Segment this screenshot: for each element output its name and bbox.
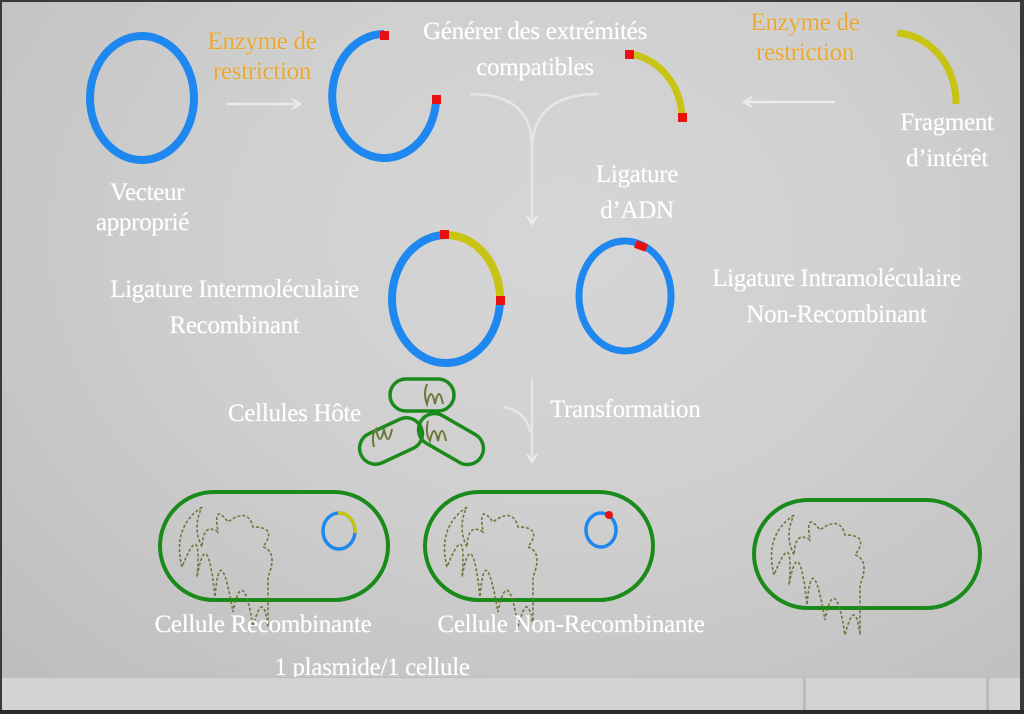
sticky-end: [380, 31, 389, 40]
chromosome-icon: [425, 420, 447, 444]
cell-nonrecombinant: [423, 490, 655, 628]
enzyme-label-line: Enzyme de: [750, 9, 860, 36]
chromosome-icon: [178, 506, 273, 628]
converge-arrow: [469, 92, 538, 226]
intermolecular-label-line: Recombinant: [169, 312, 300, 339]
ligation-label: Ligature d’ADN: [577, 160, 697, 226]
fragment-label-line: Fragment: [900, 109, 994, 136]
sticky-end: [625, 50, 634, 59]
insert-in-plasmid: [337, 511, 357, 534]
intermolecular-label: Ligature Intermoléculaire Recombinant: [82, 275, 387, 341]
fragment-of-interest: [896, 29, 960, 105]
sticky-end: [496, 296, 505, 305]
recombinant-plasmid-insert: [444, 230, 505, 302]
chromosome-icon: [424, 383, 444, 408]
sticky-end: [440, 230, 449, 239]
sticky-end: [605, 511, 613, 519]
window-bottom-edge: [0, 710, 1024, 714]
ligation-label-line: d’ADN: [600, 197, 674, 224]
chromosome-icon: [770, 514, 865, 636]
intramolecular-label-line: Non-Recombinant: [746, 301, 927, 328]
fragment-label-line: d’intérêt: [906, 145, 988, 172]
generate-label-line: Générer des extrémités: [423, 18, 647, 45]
enzyme-label-line: restriction: [212, 58, 312, 85]
enzyme-label-right: Enzyme de restriction: [730, 8, 880, 68]
generate-label: Générer des extrémités compatibles: [390, 17, 680, 83]
intramolecular-label: Ligature Intramoléculaire Non-Recombinan…: [684, 264, 989, 330]
vector-label: Vecteur approprié: [82, 178, 212, 238]
plasmid-per-cell-label: 1 plasmide/1 cellule: [274, 654, 470, 678]
host-cell: [416, 411, 486, 467]
transformation-arrow-branch: [503, 405, 532, 433]
plasmid-in-cell: [584, 511, 618, 549]
transformation-label: Transformation: [550, 396, 701, 423]
recombinant-plasmid-vector: [388, 231, 504, 367]
host-cells: [357, 377, 486, 467]
status-bar-divider: [803, 678, 806, 711]
cell-empty: [752, 498, 982, 636]
host-cell: [357, 416, 425, 466]
diagram-graphics: [86, 29, 982, 636]
host-cells-label: Cellules Hôte: [228, 400, 361, 427]
recombinant-cell-label: Cellule Recombinante: [154, 611, 372, 638]
status-bar-divider: [986, 678, 989, 711]
intermolecular-label-line: Ligature Intermoléculaire: [110, 276, 359, 303]
enzyme-label-line: Enzyme de: [207, 28, 317, 55]
cut-fragment: [629, 50, 686, 118]
enzyme-label-left: Enzyme de restriction: [192, 27, 332, 87]
chromosome-icon: [443, 506, 538, 628]
converge-arrow-branch: [530, 92, 600, 148]
nonrecombinant-plasmid: [575, 237, 675, 355]
intramolecular-label-line: Ligature Intramoléculaire: [712, 265, 961, 292]
nonrecombinant-cell-label: Cellule Non-Recombinante: [437, 611, 705, 638]
ligation-label-line: Ligature: [595, 161, 679, 188]
chromosome-icon: [371, 426, 393, 448]
sticky-end: [678, 113, 687, 122]
host-cell: [388, 377, 456, 413]
vector-label-line: approprié: [96, 209, 190, 236]
fragment-label: Fragment d’intérêt: [882, 108, 1012, 174]
generate-label-line: compatibles: [476, 54, 594, 81]
status-bar: [2, 677, 1020, 711]
sticky-end: [633, 240, 649, 252]
cell-recombinant: [158, 490, 390, 628]
sticky-end: [432, 95, 441, 104]
vector-label-line: Vecteur: [110, 179, 185, 206]
enzyme-label-line: restriction: [755, 39, 855, 66]
slide-canvas: Enzyme de restriction Vecteur approprié …: [2, 2, 1020, 678]
cut-plasmid: [328, 30, 440, 162]
vector-plasmid: [86, 32, 198, 164]
